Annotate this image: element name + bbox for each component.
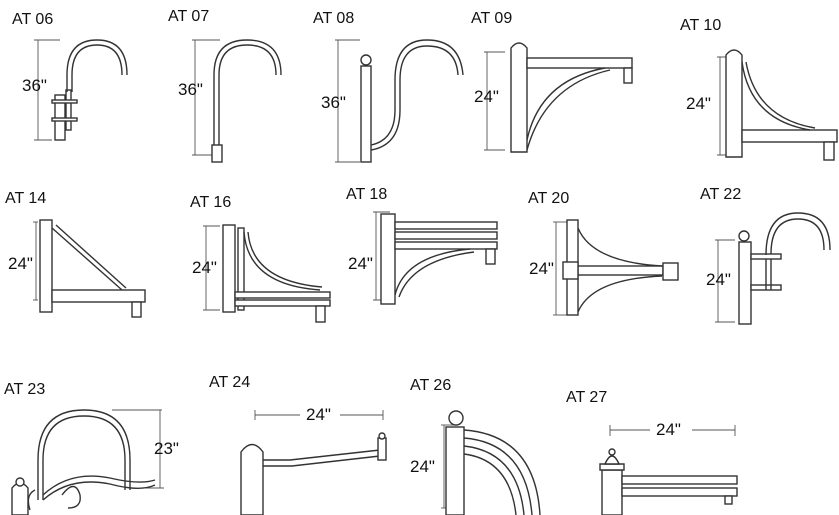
model-label-at26: AT 26 [410,377,452,394]
height-label-at07: 36" [178,80,203,99]
height-label-at10: 24" [686,94,711,113]
height-label-at06: 36" [22,76,47,95]
arm-drawing-at09 [484,42,633,153]
arm-drawing-at24 [240,410,387,515]
model-label-at10: AT 10 [680,17,722,34]
arm-drawing-at07 [192,39,282,163]
arm-drawing-at23 [11,409,164,515]
arm-drawing-at16 [203,224,331,323]
arm-drawing-at22 [715,212,831,325]
height-label-at14: 24" [8,254,33,273]
model-label-at14: AT 14 [5,190,47,207]
model-label-at24: AT 24 [209,374,251,391]
model-label-at08: AT 08 [313,10,355,27]
arm-drawing-at26 [441,410,541,515]
model-label-at07: AT 07 [168,8,210,25]
height-label-at20: 24" [529,259,554,278]
height-label-at09: 24" [474,87,499,106]
height-label-at08: 36" [321,93,346,112]
model-label-at16: AT 16 [190,194,232,211]
width-label-at27: 24" [656,420,681,439]
arm-drawing-at20 [553,219,679,316]
height-label-at16: 24" [192,258,217,277]
model-label-at06: AT 06 [12,11,54,28]
model-label-at18: AT 18 [346,186,388,203]
arm-drawing-at14 [33,219,146,318]
arm-drawing-at27 [599,425,738,515]
model-label-at23: AT 23 [4,381,46,398]
model-label-at27: AT 27 [566,389,608,406]
height-label-at22: 24" [706,270,731,289]
model-label-at22: AT 22 [700,186,742,203]
arm-drawing-at06 [34,39,128,141]
width-label-at24: 24" [306,405,331,424]
arm-drawing-at10 [717,49,838,161]
arm-drawing-at18 [373,211,498,305]
model-label-at09: AT 09 [471,10,513,27]
arm-drawing-at08 [335,39,464,163]
height-label-at18: 24" [348,254,373,273]
height-label-at23: 23" [154,439,179,458]
model-label-at20: AT 20 [528,190,570,207]
height-label-at26: 24" [410,457,435,476]
